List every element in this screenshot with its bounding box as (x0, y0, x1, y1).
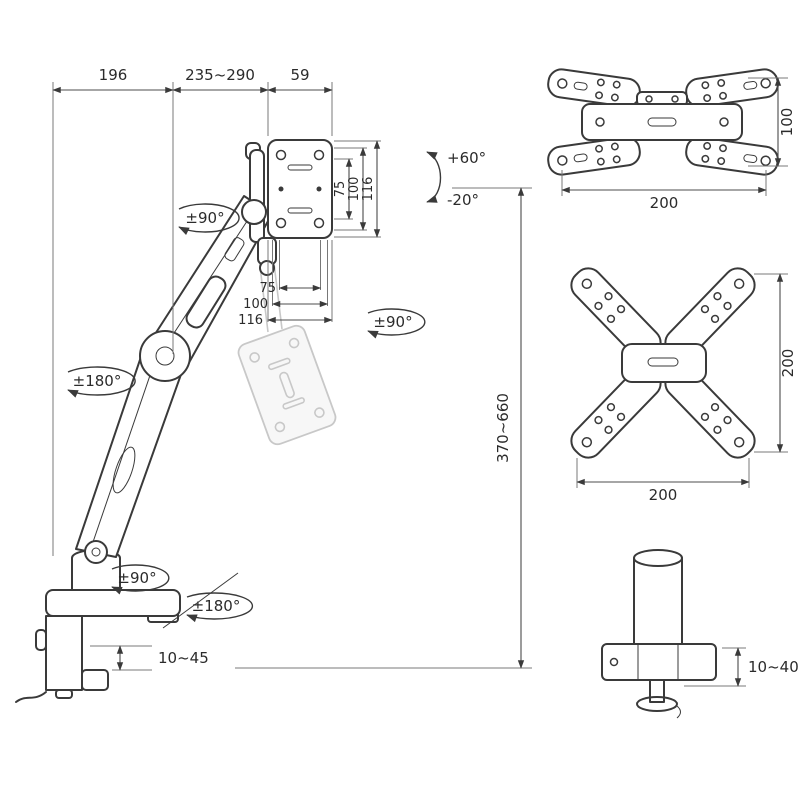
clamp-range-dimension: 10~45 (90, 645, 209, 671)
plate-rotation-arrow (178, 203, 240, 235)
dim-extension-label: 235~290 (185, 66, 255, 84)
grommet-range-label: 10~40 (748, 658, 799, 676)
x-plate-arm-top-left (570, 267, 662, 361)
elbow-joint (139, 330, 191, 382)
adapter-height-label: 100 (778, 108, 796, 137)
dim-head-depth-label: 59 (290, 66, 309, 84)
grommet-bolt (649, 679, 665, 703)
tilt-annotation: +60° -20° (426, 149, 486, 209)
rotation-annotations: ±90° ±90° ±180° ±90° ±180° (67, 203, 426, 629)
adapter-dimensions: 100 200 (561, 77, 796, 212)
adapter-wing-bottom-right (685, 136, 779, 176)
adapter-wing-top-left (547, 68, 641, 108)
vesa-h-116-label: 116 (238, 313, 263, 328)
grommet-dimension: 10~40 (684, 647, 799, 687)
grommet-base-block (601, 643, 717, 681)
vesa-h-75-label: 75 (259, 281, 276, 296)
cable-cover (185, 275, 227, 329)
elbow-swivel-arrow (67, 366, 136, 398)
elbow-swivel-label: ±180° (73, 372, 122, 390)
height-dimension: 370~660 (235, 187, 532, 669)
top-dimensions: 196 235~290 59 (52, 66, 333, 556)
grommet-post-top (633, 549, 683, 567)
base-rotation-divider (162, 572, 239, 629)
base-pivot-joint (84, 540, 108, 564)
vesa-plate (267, 139, 333, 239)
vesa-v-75-label: 75 (333, 181, 348, 198)
x-plate-dimensions: 200 200 (576, 273, 797, 504)
height-range-label: 370~660 (494, 393, 512, 463)
x-plate-view (570, 267, 756, 459)
tilt-down-label: -20° (447, 191, 479, 209)
adapter-wing-bottom-left (547, 136, 641, 176)
x-plate-width-label: 200 (649, 486, 678, 504)
vesa-h-100-label: 100 (243, 297, 268, 312)
vesa-v-116-label: 116 (361, 177, 376, 202)
vesa-horizontal-dimensions: 75 100 116 (238, 240, 333, 328)
cable (15, 691, 47, 703)
head-swivel-arrow (367, 308, 426, 339)
adapter-top-view (547, 68, 779, 176)
ghost-monitor-plate (237, 246, 337, 446)
base-swivel-label: ±90° (117, 569, 156, 587)
adapter-width-label: 200 (650, 194, 679, 212)
base-rotation-label: ±180° (192, 597, 241, 615)
clamp-range-label: 10~45 (158, 649, 209, 667)
desk-clamp (15, 589, 181, 703)
adapter-wing-top-right (685, 68, 779, 108)
tilt-arrow (426, 151, 442, 203)
tilt-up-label: +60° (447, 149, 486, 167)
plate-rotation-label: ±90° (185, 209, 224, 227)
vesa-vertical-dimensions: 75 100 116 (333, 140, 381, 238)
x-plate-height-label: 200 (779, 349, 797, 378)
x-plate-arm-bottom-left (570, 365, 662, 459)
x-plate-center (621, 343, 707, 383)
grommet-ring (636, 696, 678, 712)
head-assembly (241, 142, 277, 276)
dim-reach-label: 196 (99, 66, 128, 84)
grommet-base-view (601, 549, 717, 719)
base-rotation-arrow (186, 592, 254, 623)
head-swivel-label: ±90° (373, 313, 412, 331)
adapter-center-bar (581, 103, 743, 141)
vesa-v-100-label: 100 (347, 177, 362, 202)
monitor-arm-drawing (15, 139, 333, 703)
base-swivel-arrow (111, 564, 170, 595)
